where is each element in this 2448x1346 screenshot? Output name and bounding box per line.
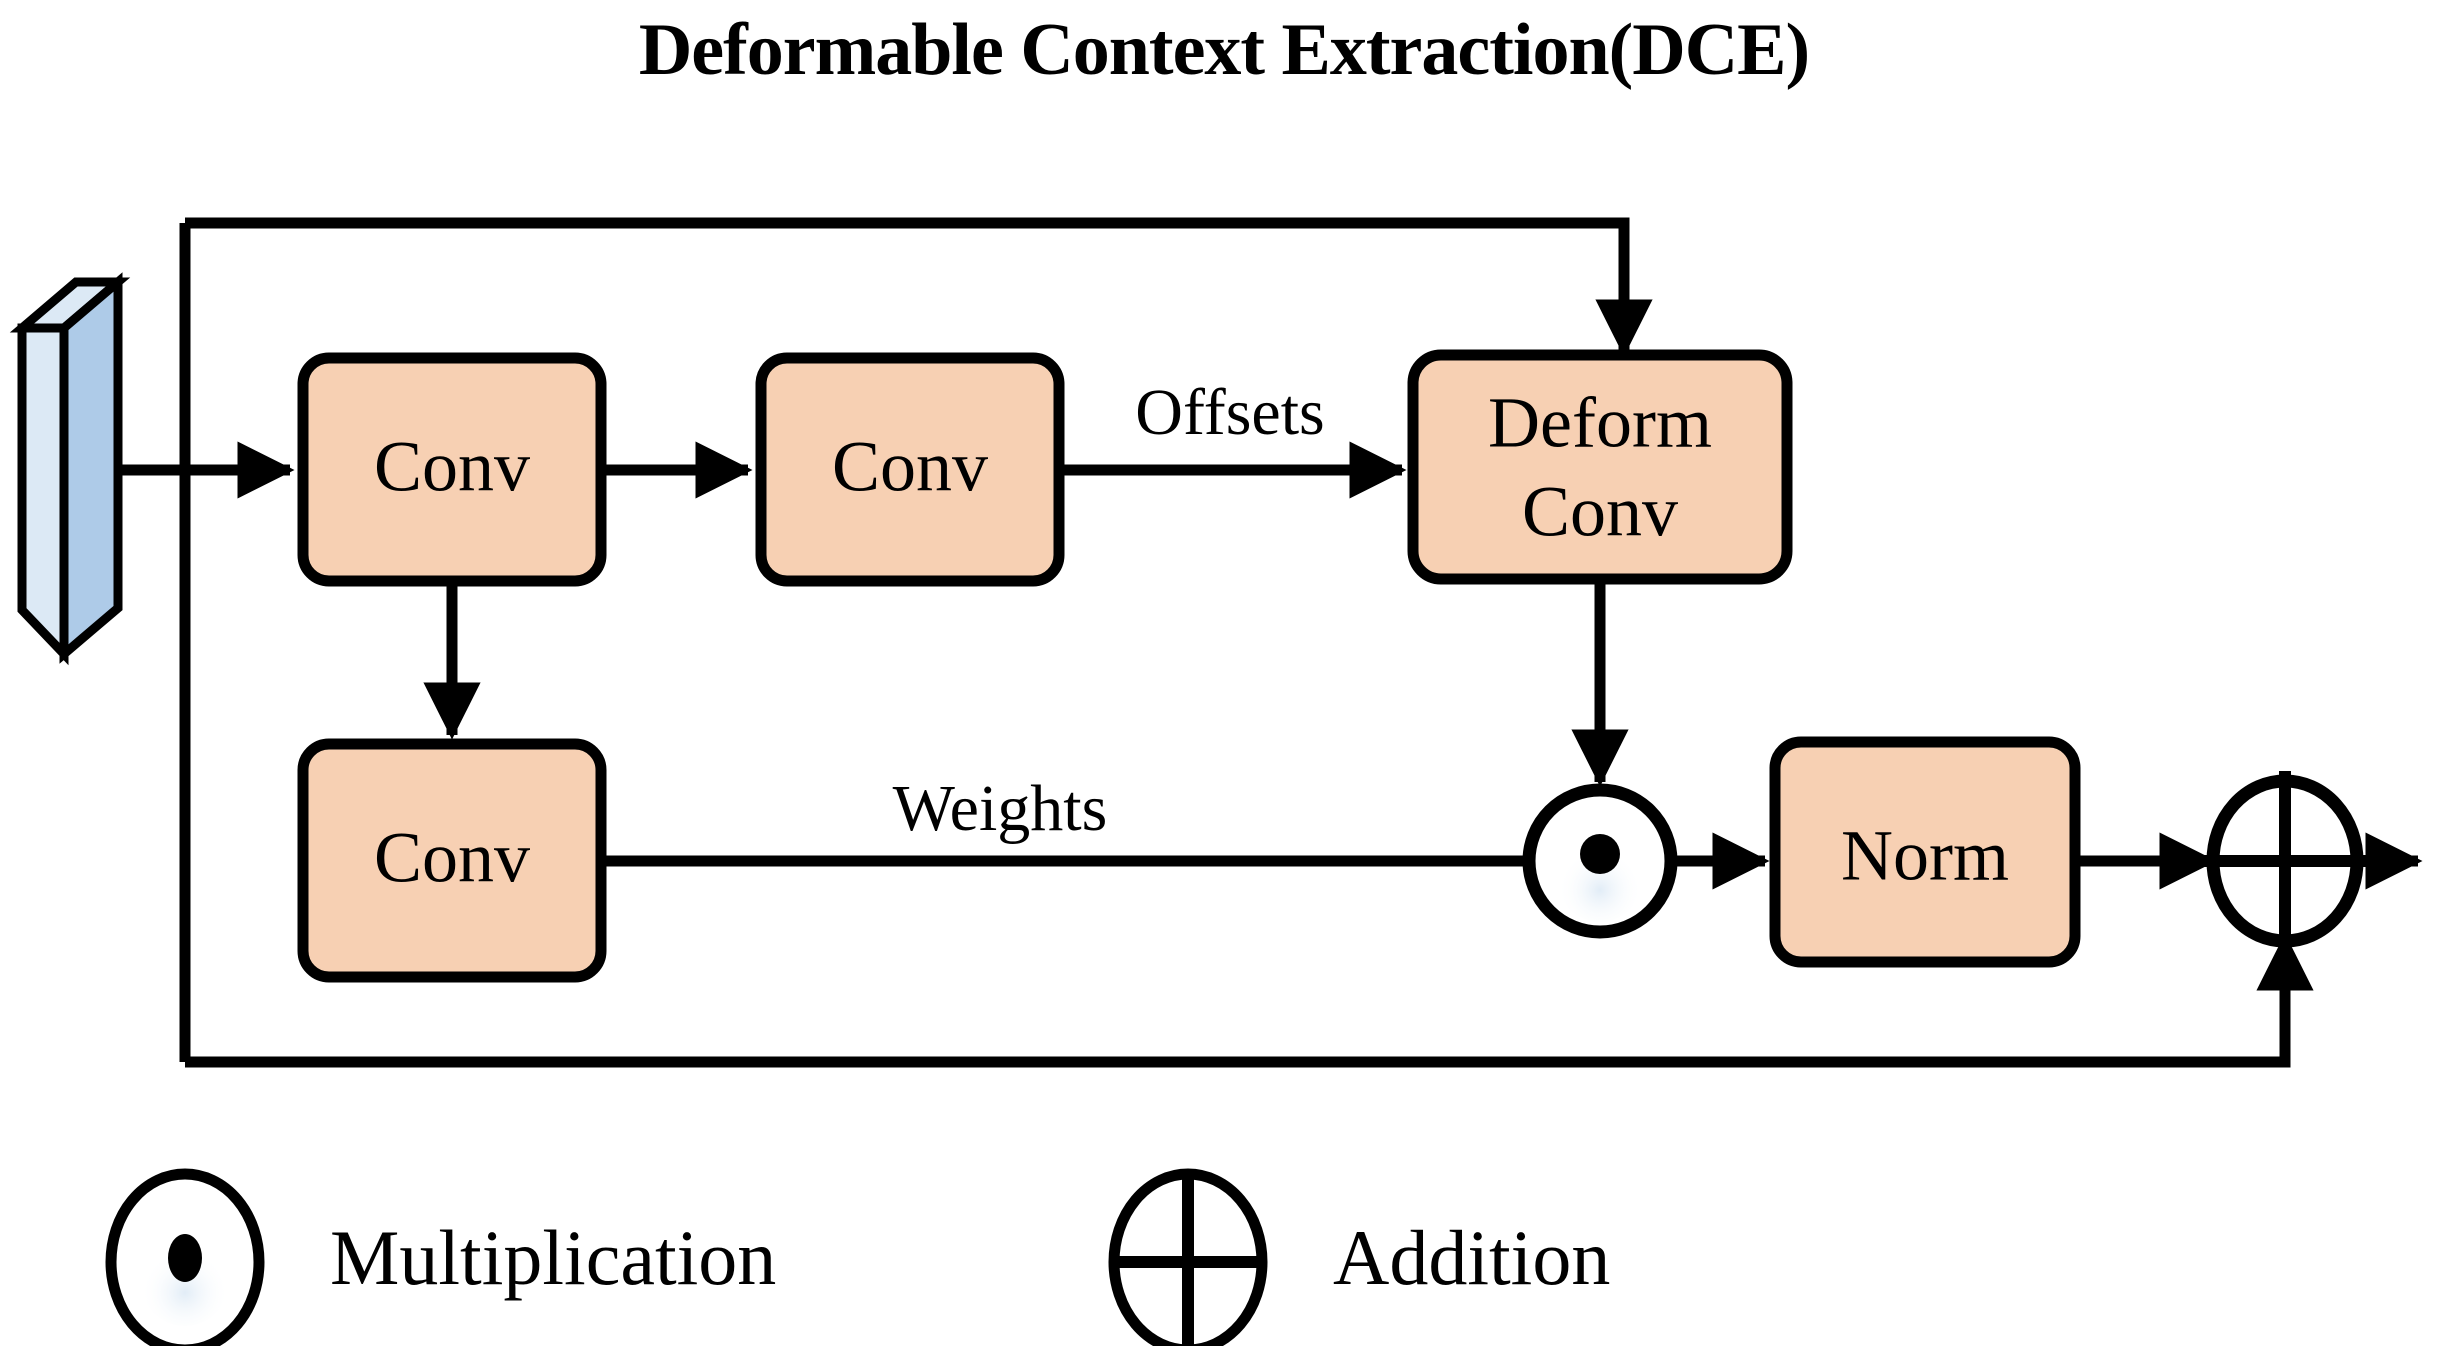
legend-item-multiplication: Multiplication <box>105 1168 776 1346</box>
circle-dot-icon <box>1580 834 1620 874</box>
node-conv-3[interactable]: Conv <box>297 738 607 983</box>
node-deform-conv[interactable]: Deform Conv <box>1407 349 1793 585</box>
node-conv-1[interactable]: Conv <box>297 352 607 587</box>
legend-item-addition: Addition <box>1108 1168 1610 1346</box>
node-deform-conv-label-line2: Conv <box>1522 472 1678 552</box>
edge-label-weights: Weights <box>893 772 1108 845</box>
node-norm-label: Norm <box>1841 816 2009 896</box>
edge-bottom-skip-to-add <box>185 933 2314 1068</box>
addition-operator[interactable] <box>2196 771 2374 951</box>
edge-top-skip-to-deform <box>185 217 1653 357</box>
page-title: Deformable Context Extraction(DCE) <box>638 9 1810 91</box>
node-conv-2-label: Conv <box>832 427 988 507</box>
edge-label-offsets: Offsets <box>1135 376 1324 449</box>
node-deform-conv-label-line1: Deform <box>1488 383 1712 463</box>
node-conv-3-label: Conv <box>374 818 530 898</box>
node-conv-1-label: Conv <box>374 427 530 507</box>
node-norm[interactable]: Norm <box>1769 736 2081 968</box>
node-conv-2[interactable]: Conv <box>755 352 1065 587</box>
input-tensor-icon <box>9 272 131 666</box>
legend-label-multiplication: Multiplication <box>330 1214 776 1301</box>
legend-label-addition: Addition <box>1333 1214 1610 1301</box>
circle-dot-icon <box>168 1234 202 1282</box>
multiplication-operator[interactable] <box>1522 783 1678 939</box>
